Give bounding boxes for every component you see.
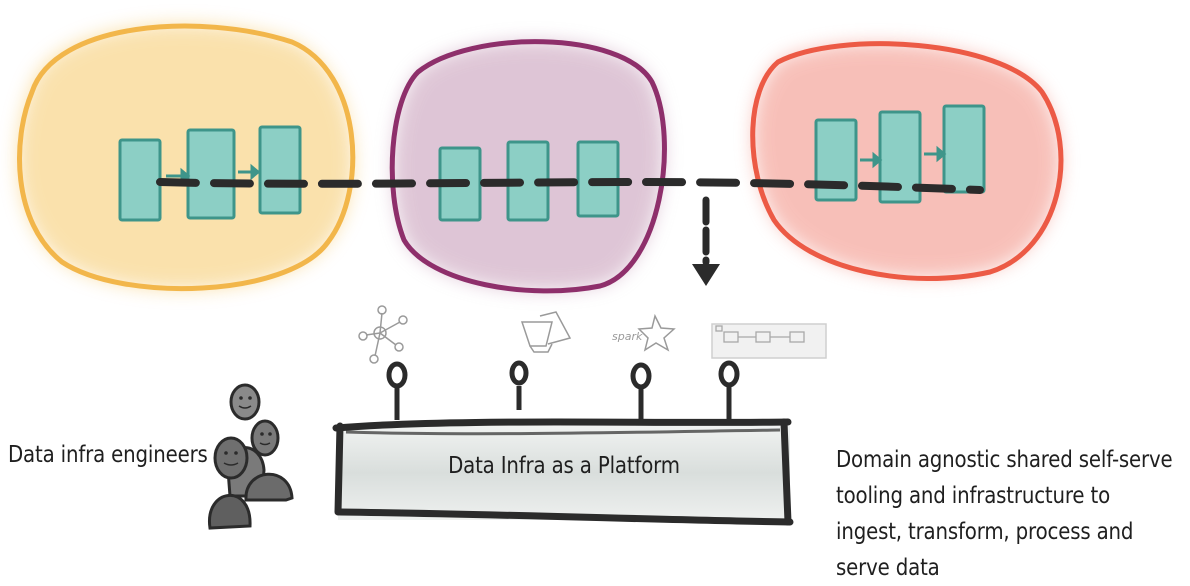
platform-connector [630, 362, 652, 420]
pipeline-box [814, 118, 858, 202]
platform-connectors [386, 360, 740, 420]
platform-label: Data Infra as a Platform [448, 453, 680, 479]
platform-bottom-edge [336, 508, 794, 526]
pipeline-box [258, 125, 302, 215]
network-graph-icon [358, 305, 408, 364]
domain-orange-wash [17, 24, 354, 290]
platform-description: Domain agnostic shared self-serve toolin… [836, 447, 1173, 581]
pipeline-box [118, 138, 162, 222]
spark-icon: spark [612, 313, 676, 352]
pipeline-box [878, 110, 922, 204]
platform-box [332, 418, 794, 526]
platform-connector [718, 360, 740, 420]
pipeline-diagram-icon [711, 323, 827, 359]
platform-connector [386, 361, 408, 420]
platform-left-edge [334, 422, 344, 516]
platform-connector [509, 360, 529, 410]
platform-right-edge [780, 418, 792, 526]
domain-purple-outline [389, 39, 667, 294]
platform-top-edge [332, 418, 792, 432]
pipeline-boxes [118, 104, 986, 222]
data-mesh-diagram: spark [17, 23, 1064, 530]
domain-connector-line [156, 177, 984, 194]
engineers-label: Data infra engineers [8, 442, 208, 468]
tools-icon [520, 311, 572, 353]
pipeline-arrows [166, 145, 947, 185]
spark-logo-text: spark [612, 330, 643, 343]
domain-orange-outline [17, 23, 356, 292]
arrow-head-icon [692, 264, 720, 286]
domain-orange [17, 23, 356, 292]
pipeline-box [942, 104, 986, 194]
pipeline-box [186, 128, 236, 220]
down-arrow [692, 196, 720, 286]
engineers-people-icon [208, 383, 294, 530]
